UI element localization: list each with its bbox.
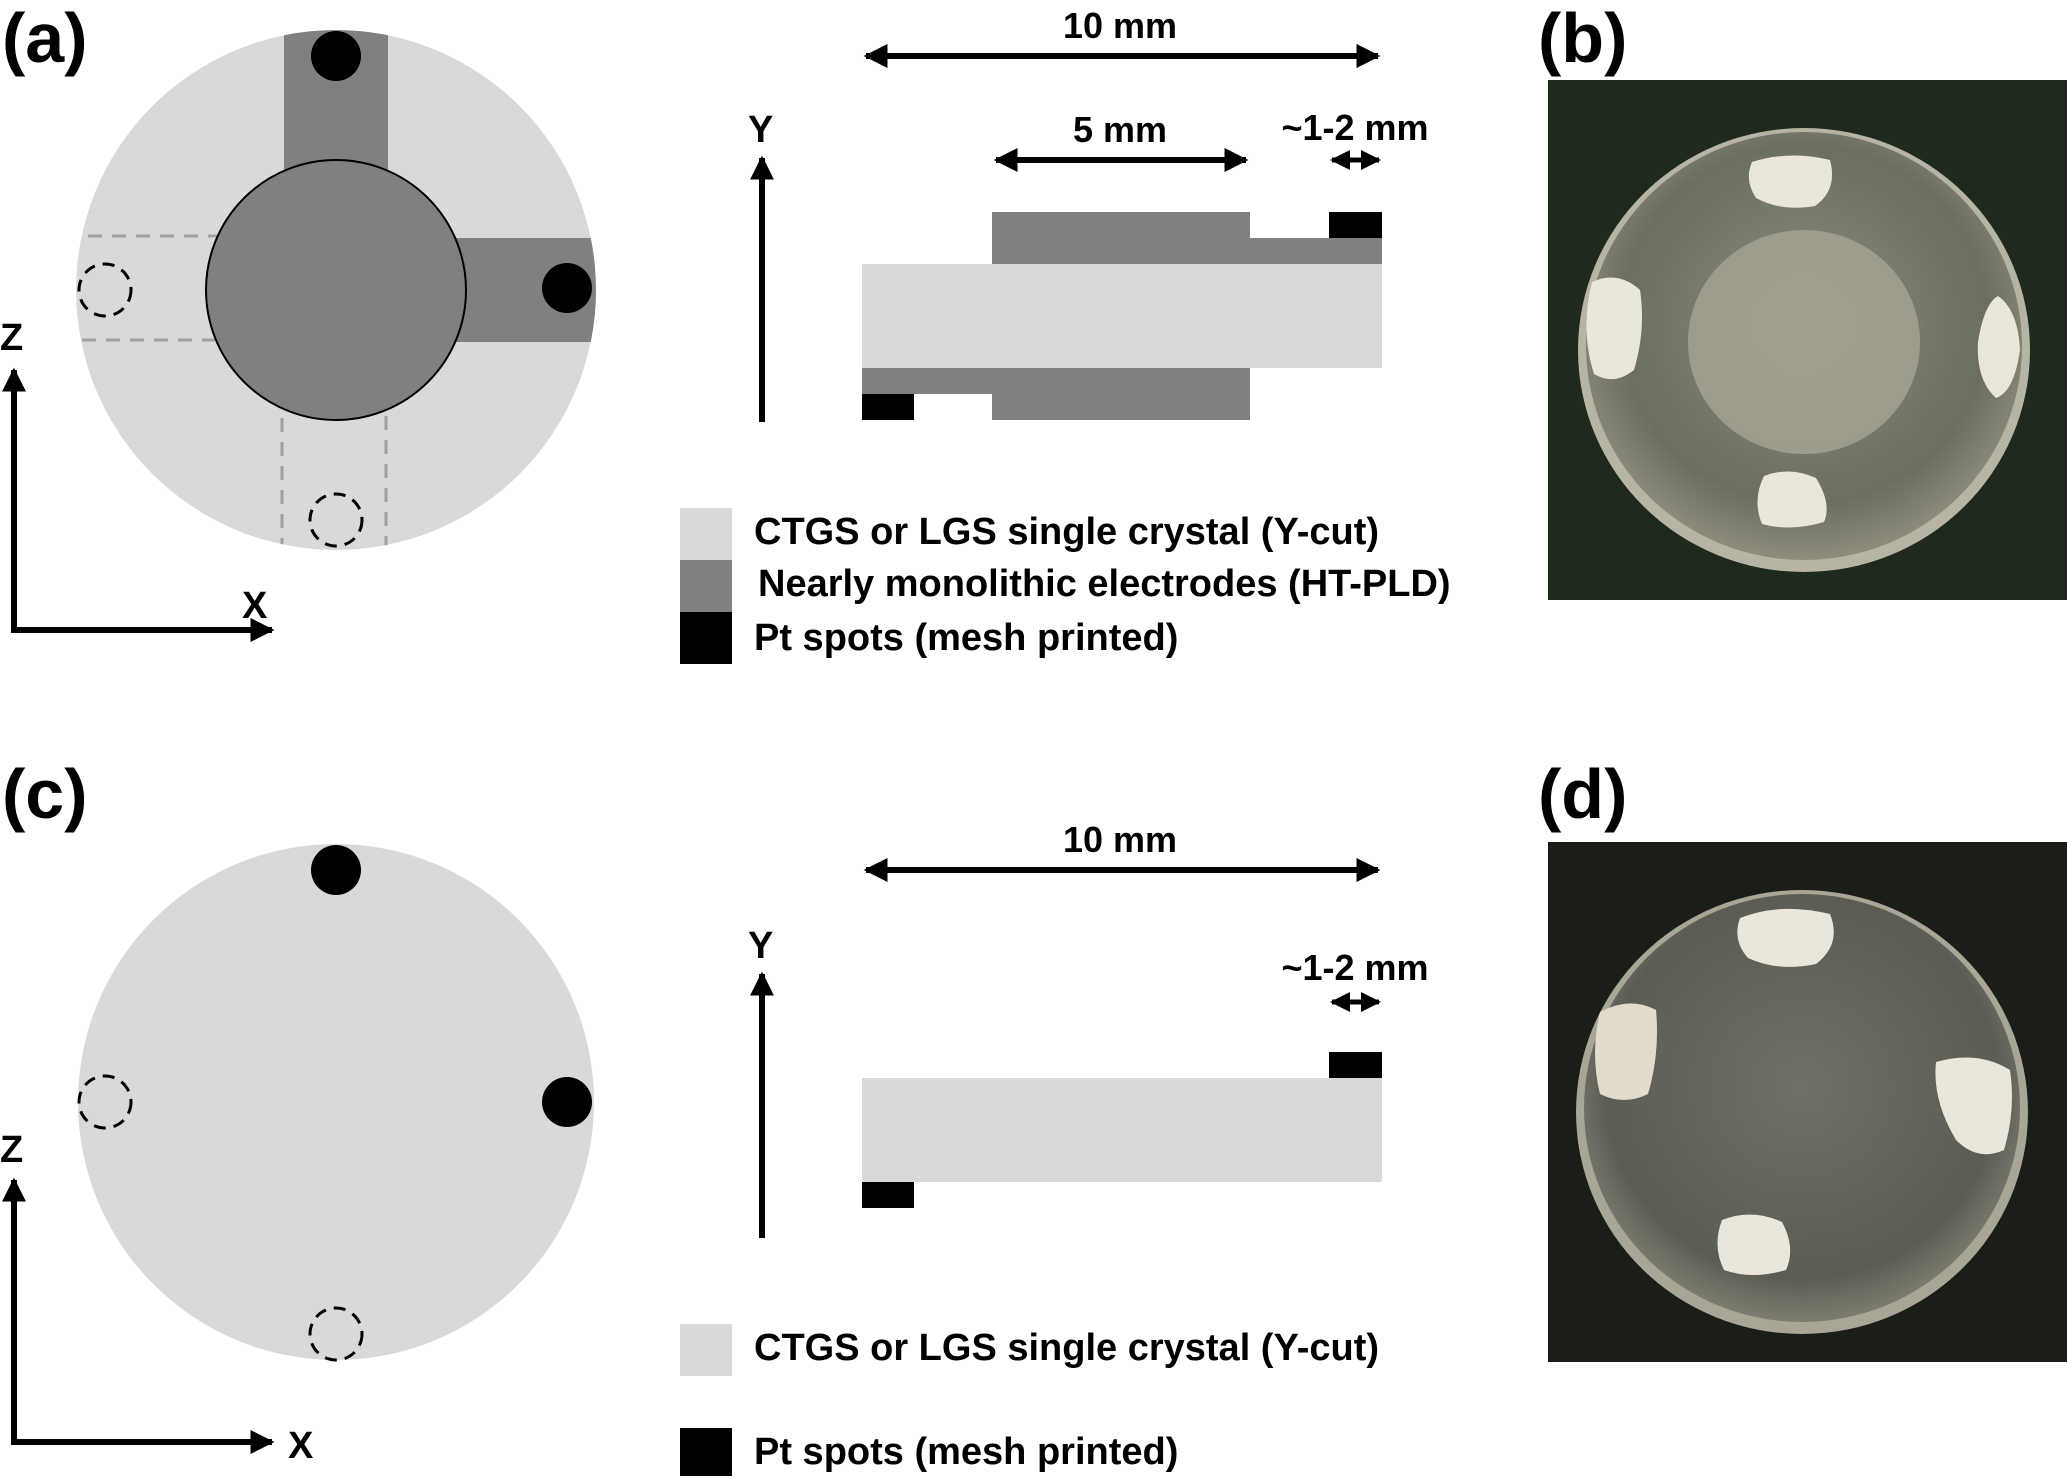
pt-spot-section-top-c [1329, 1052, 1382, 1078]
legend-a-swatch-electrode [680, 560, 732, 612]
pt-spot-bottom-back-c [308, 1306, 364, 1362]
photo-b-pt-spot-left [1586, 277, 1642, 380]
pt-spot-top-c [311, 845, 361, 895]
photo-d-disc [1584, 894, 2020, 1322]
photo-b-central-electrode [1688, 230, 1920, 454]
central-electrode [205, 159, 467, 421]
panel-d: (d) [1538, 755, 2067, 1362]
pt-spot-section-bottom [862, 394, 914, 420]
crystal-disc-c [78, 844, 594, 1360]
legend-c-swatch-pt [680, 1428, 732, 1476]
panel-b: (b) [1538, 0, 2067, 600]
z-axis-label-c: Z [0, 1129, 23, 1171]
photo-d-pt-spot-bottom [1717, 1214, 1791, 1275]
dim-label-electrode: 5 mm [1073, 109, 1167, 150]
y-axis-label-c: Y [748, 925, 773, 967]
photo-b-pt-spot-top [1748, 155, 1833, 208]
pt-spot-top [311, 31, 361, 81]
photo-d-pt-spot-top [1737, 908, 1834, 967]
photo-d-pt-spot-left [1595, 1003, 1657, 1100]
legend-c-swatch-crystal [680, 1324, 732, 1376]
electrode-arm-left-back [76, 234, 222, 342]
legend-c: CTGS or LGS single crystal (Y-cut) Pt sp… [680, 1324, 1379, 1476]
legend-a-label-electrode: Nearly monolithic electrodes (HT-PLD) [758, 563, 1451, 605]
panel-d-label: (d) [1538, 755, 1627, 833]
photo-d-pt-spot-right [1935, 1057, 2012, 1155]
pt-spot-left-back-c [77, 1074, 133, 1130]
dim-label-total-c: 10 mm [1063, 819, 1177, 860]
panel-c: (c) Z X [0, 755, 594, 1467]
legend-a-label-pt: Pt spots (mesh printed) [754, 617, 1178, 659]
legend-c-label-pt: Pt spots (mesh printed) [754, 1431, 1178, 1473]
dim-label-total: 10 mm [1063, 5, 1177, 46]
panel-b-label: (b) [1538, 0, 1627, 77]
photo-b-pt-spot-right [1977, 296, 2020, 398]
dim-label-spot: ~1-2 mm [1281, 107, 1428, 148]
pt-spot-right-c [542, 1077, 592, 1127]
dim-label-spot-c: ~1-2 mm [1281, 947, 1428, 988]
legend-a-swatch-pt [680, 612, 732, 664]
pt-spot-bottom-back [308, 492, 364, 548]
electrode-top-thick [992, 212, 1250, 264]
panel-a-label: (a) [2, 0, 88, 77]
crystal-section-a [862, 264, 1382, 368]
x-axis-label-c: X [288, 1425, 314, 1467]
panel-a: (a) Z X [0, 0, 596, 642]
legend-c-label-crystal: CTGS or LGS single crystal (Y-cut) [754, 1327, 1379, 1369]
photo-b-pt-spot-bottom [1757, 471, 1827, 528]
legend-a: CTGS or LGS single crystal (Y-cut) Nearl… [680, 508, 1451, 664]
electrode-bottom-thin [862, 368, 992, 394]
legend-a-label-crystal: CTGS or LGS single crystal (Y-cut) [754, 511, 1379, 553]
pt-spot-section-top [1329, 212, 1382, 238]
z-axis-label: Z [0, 317, 23, 359]
x-axis-label: X [242, 585, 268, 627]
pt-spot-left-back [77, 262, 133, 318]
electrode-top-thin [1250, 238, 1382, 264]
electrode-bottom-thick [992, 368, 1250, 420]
legend-a-swatch-crystal [680, 508, 732, 560]
cross-section-a: Y 10 mm 5 mm ~1-2 mm [748, 5, 1429, 422]
cross-section-c: Y 10 mm ~1-2 mm [748, 819, 1429, 1238]
y-axis-label-a: Y [748, 109, 773, 151]
pt-spot-right [542, 263, 592, 313]
crystal-section-c [862, 1078, 1382, 1182]
pt-spot-section-bottom-c [862, 1182, 914, 1208]
panel-c-label: (c) [2, 755, 88, 833]
